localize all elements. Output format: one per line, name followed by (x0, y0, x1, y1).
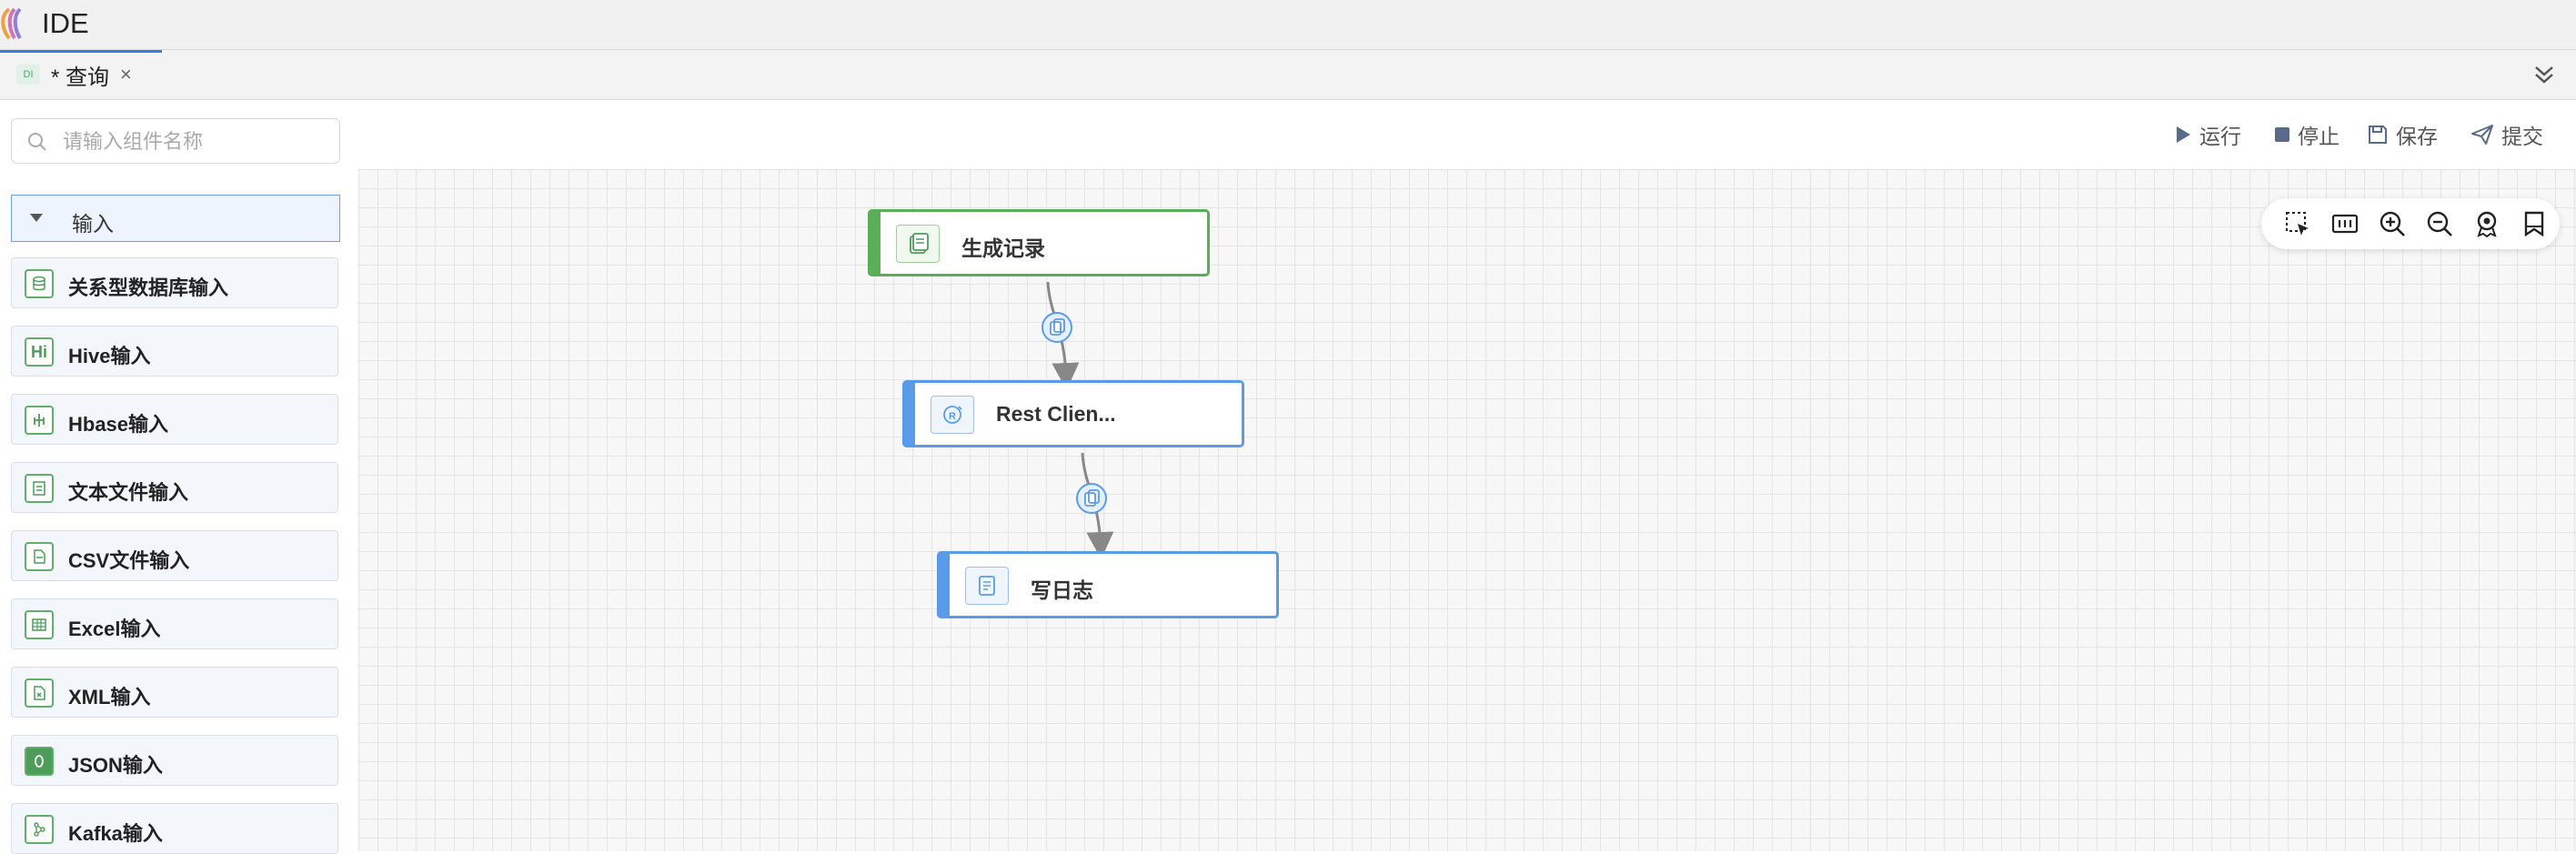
tab-close-icon[interactable]: × (120, 63, 132, 85)
hbase-icon (25, 406, 54, 435)
fit-view-icon[interactable] (2330, 209, 2360, 238)
node-label: 写日志 (1031, 578, 1093, 602)
component-label: Kafka输入 (68, 822, 163, 845)
component-sidebar: 输入 关系型数据库输入 Hi Hive输入 Hbase输入 文本文件输入 CSV… (0, 100, 351, 854)
double-chevron-down-icon[interactable] (2531, 61, 2558, 88)
edge-copy-icon (1076, 483, 1107, 514)
component-item[interactable]: Hi Hive输入 (11, 326, 338, 377)
submit-label: 提交 (2501, 125, 2543, 148)
rest-client-icon: R (931, 396, 974, 434)
app-title: IDE (42, 7, 89, 39)
tab-label: * 查询 (51, 65, 110, 90)
component-item[interactable]: XML输入 (11, 667, 338, 718)
component-label: 文本文件输入 (68, 481, 189, 504)
node-label: 生成记录 (961, 236, 1045, 260)
run-button[interactable]: 运行 (2174, 120, 2241, 149)
save-button[interactable]: 保存 (2367, 120, 2438, 149)
save-icon (2369, 126, 2387, 144)
locate-icon[interactable] (2472, 209, 2501, 238)
save-label: 保存 (2396, 125, 2438, 148)
edge-copy-icon (1041, 312, 1072, 343)
search-icon (28, 133, 46, 151)
component-item[interactable]: 文本文件输入 (11, 462, 338, 513)
component-item[interactable]: 关系型数据库输入 (11, 257, 338, 308)
search-input[interactable] (61, 126, 328, 157)
group-label: 输入 (72, 212, 114, 236)
title-bar: IDE (0, 0, 2576, 50)
hive-icon: Hi (25, 337, 54, 367)
stop-button[interactable]: 停止 (2274, 120, 2340, 149)
zoom-in-icon[interactable] (2378, 209, 2407, 238)
node-status-bar (937, 551, 950, 618)
flow-edges (1041, 281, 1114, 559)
component-item[interactable]: Kafka输入 (11, 803, 338, 854)
node-status-bar (902, 380, 915, 447)
flow-node-write-log[interactable]: 写日志 (937, 551, 1279, 618)
component-label: XML输入 (68, 686, 151, 708)
stop-label: 停止 (2298, 125, 2340, 148)
component-label: Hive输入 (68, 345, 151, 367)
svg-text:R: R (949, 411, 956, 422)
write-log-icon (965, 567, 1009, 605)
text-file-icon (25, 474, 54, 503)
node-label: Rest Clien... (996, 402, 1116, 426)
tab-bar: DI * 查询 × (0, 50, 2576, 100)
json-icon (25, 747, 54, 776)
flow-node-generate-records[interactable]: 生成记录 (868, 209, 1210, 276)
box-select-icon[interactable] (2283, 209, 2312, 238)
generate-records-icon (896, 225, 940, 263)
component-label: Hbase输入 (68, 413, 169, 436)
app-logo-icon (1, 7, 22, 40)
send-icon (2471, 125, 2493, 145)
flow-node-rest-client[interactable]: R Rest Clien... (902, 380, 1244, 447)
active-tab-indicator (0, 50, 162, 53)
database-icon (25, 269, 54, 298)
component-item[interactable]: Excel输入 (11, 598, 338, 649)
xml-icon (25, 678, 54, 708)
tab-di-badge: DI (16, 65, 40, 85)
run-label: 运行 (2199, 125, 2241, 148)
zoom-out-icon[interactable] (2425, 209, 2454, 238)
stop-icon (2275, 127, 2289, 142)
submit-button[interactable]: 提交 (2470, 120, 2543, 149)
minimap-icon[interactable] (2520, 209, 2549, 238)
canvas-zoom-toolbar (2261, 198, 2560, 249)
component-label: Excel输入 (68, 618, 161, 640)
component-label: 关系型数据库输入 (68, 276, 229, 299)
component-label: CSV文件输入 (68, 549, 190, 572)
component-label: JSON输入 (68, 754, 163, 777)
component-search[interactable] (11, 118, 340, 164)
kafka-icon (25, 815, 54, 844)
group-input-header[interactable]: 输入 (11, 195, 340, 242)
excel-icon (25, 610, 54, 639)
caret-down-icon (30, 214, 43, 222)
component-item[interactable]: Hbase输入 (11, 394, 338, 445)
node-status-bar (868, 209, 880, 276)
tab-query[interactable]: DI * 查询 × (16, 59, 132, 90)
play-icon (2177, 126, 2190, 143)
canvas-toolbar: 运行 停止 保存 提交 (358, 100, 2576, 169)
csv-file-icon (25, 542, 54, 571)
component-item[interactable]: CSV文件输入 (11, 530, 338, 581)
component-item[interactable]: JSON输入 (11, 735, 338, 786)
flow-canvas[interactable]: 生成记录 R Rest Clien... 写日志 (358, 169, 2576, 851)
